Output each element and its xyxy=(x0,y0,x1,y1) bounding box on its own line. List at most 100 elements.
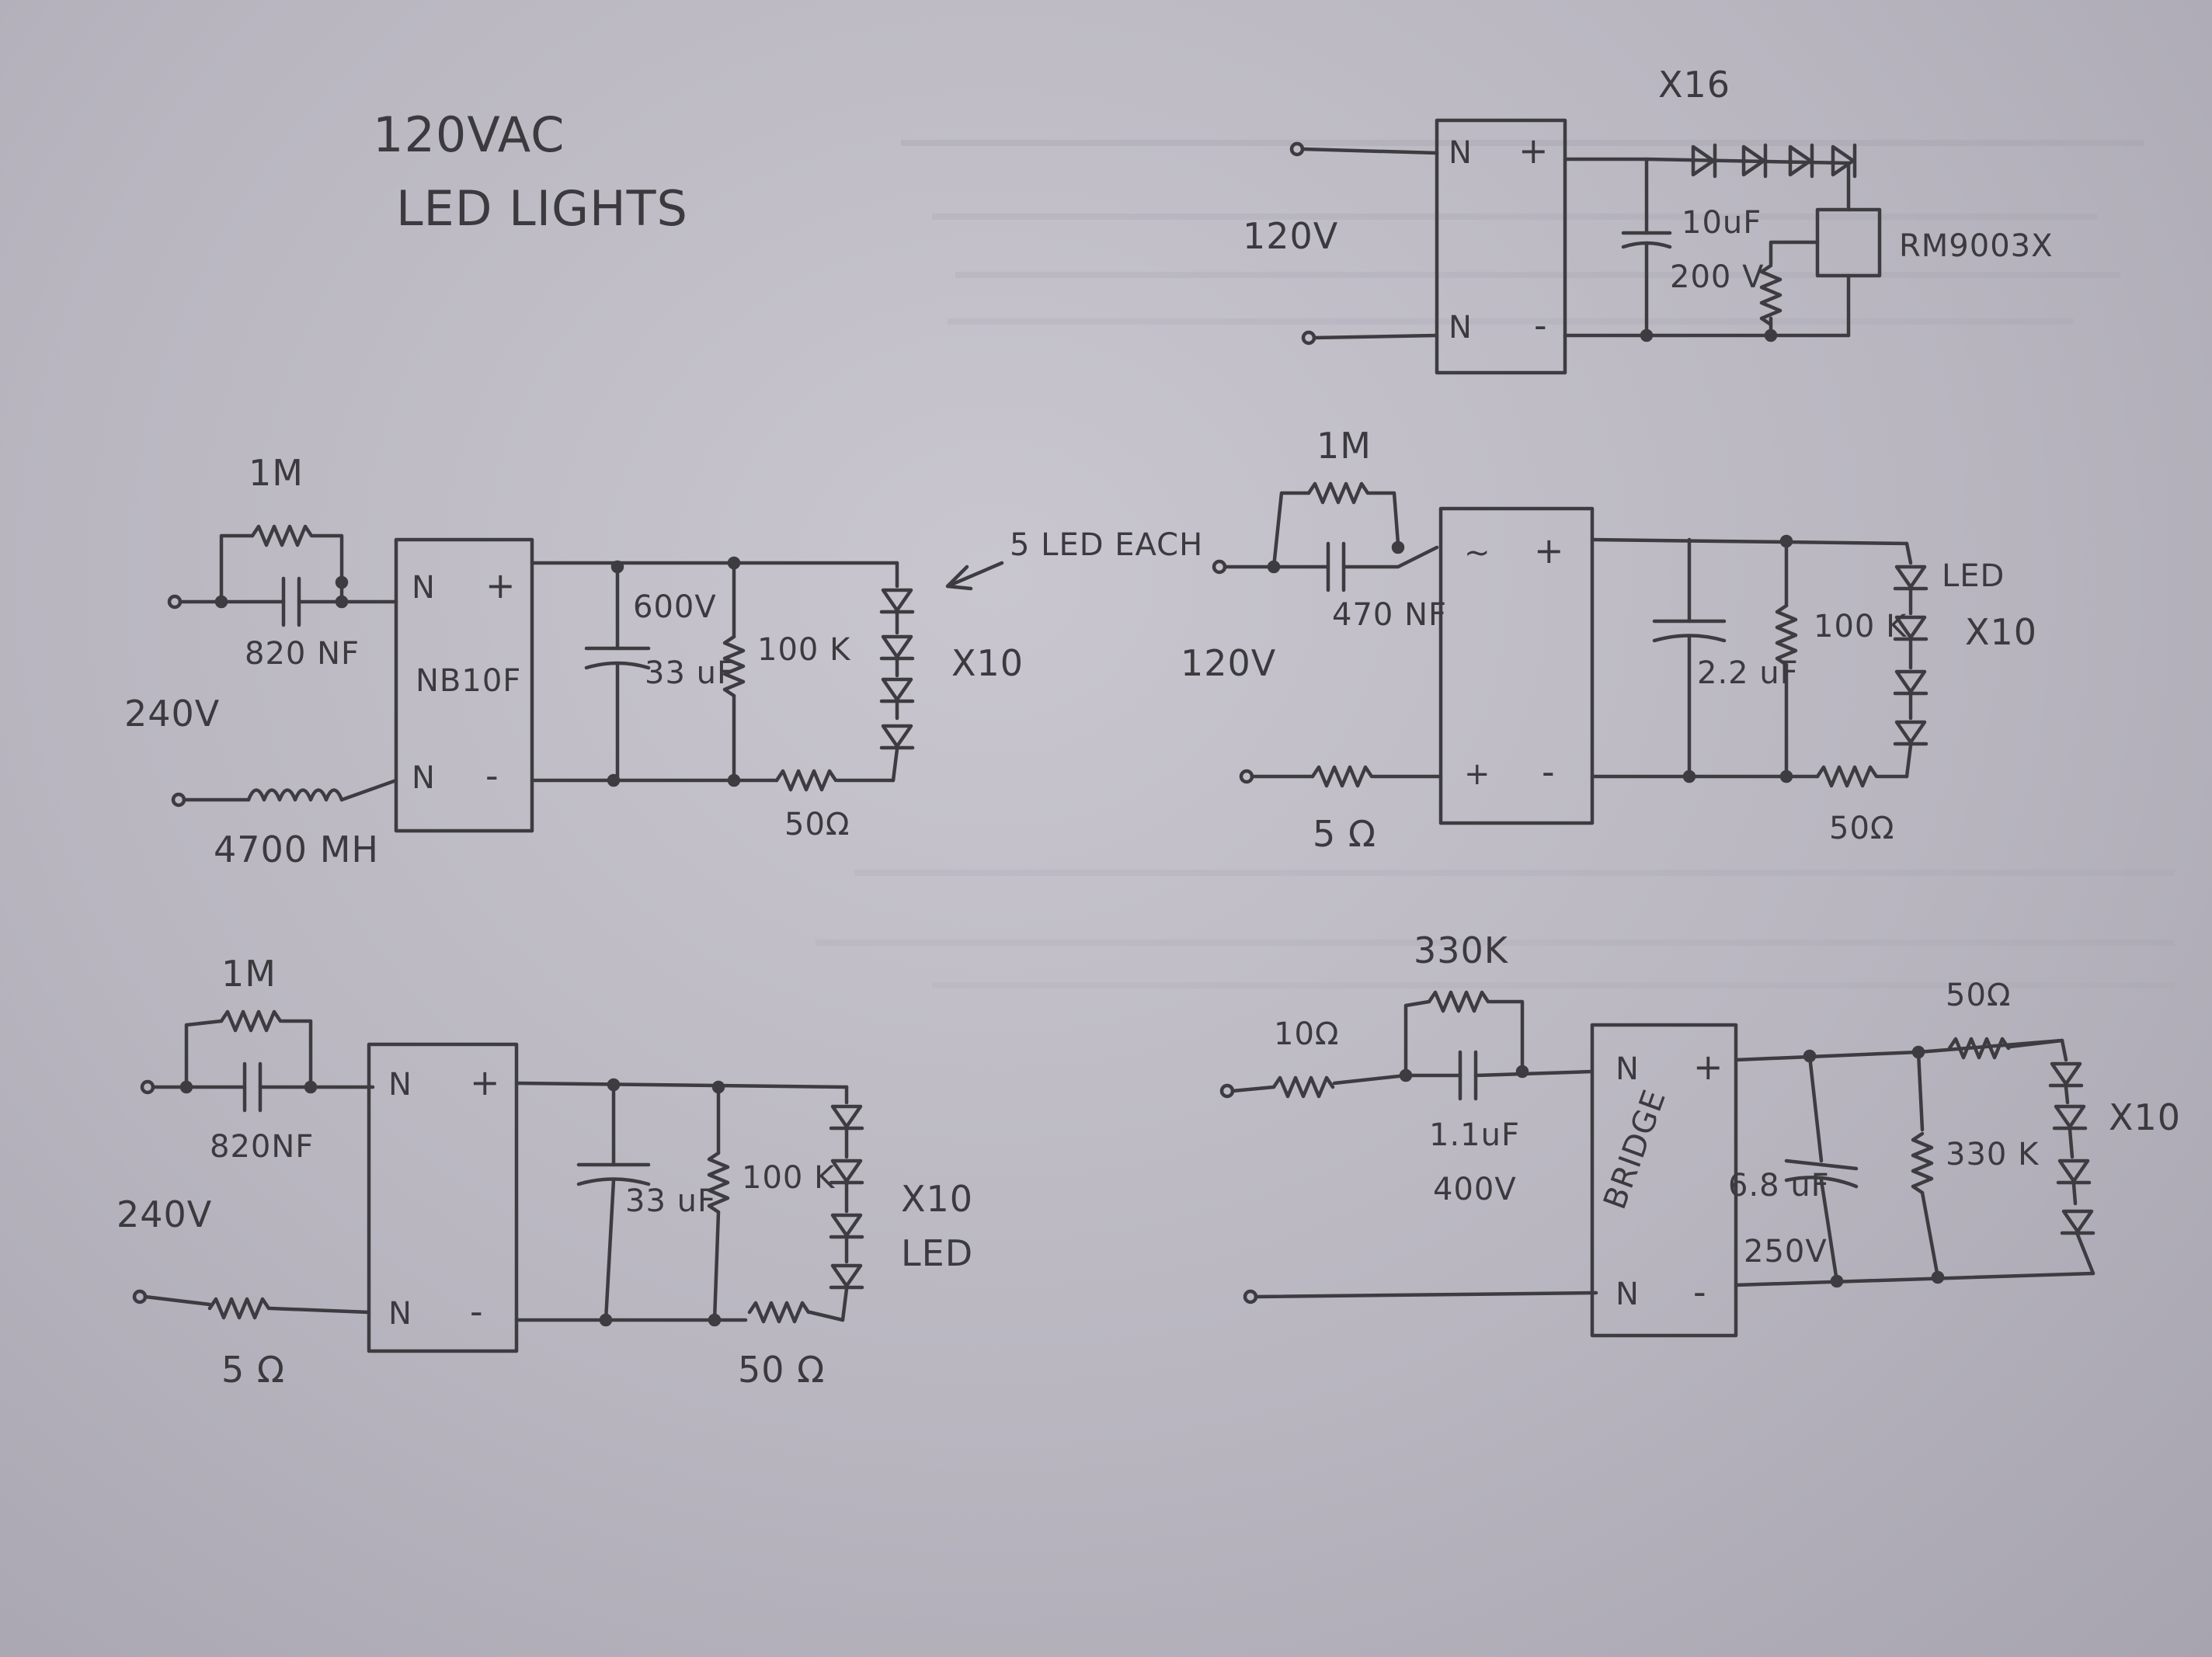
led-count-label: X10 xyxy=(901,1178,973,1220)
led-icon xyxy=(1833,145,1855,176)
resistor-label: 1M xyxy=(249,452,304,494)
led-icon xyxy=(2062,1211,2093,1233)
led-count-label: X10 xyxy=(1965,611,2037,653)
bleeder-label: 330 K xyxy=(1946,1137,2040,1172)
title-line-2: LED LIGHTS xyxy=(396,180,688,237)
led-count-label: X10 xyxy=(2109,1096,2181,1138)
led-icon xyxy=(882,590,913,612)
circuit-mid-right xyxy=(1212,484,1926,825)
cap-label: 820NF xyxy=(210,1129,314,1165)
led-icon xyxy=(831,1161,862,1183)
arrow-icon xyxy=(945,561,1004,591)
filter-cap-label: 2.2 uF xyxy=(1697,655,1799,691)
series-res-label: 50Ω xyxy=(1946,978,2011,1013)
led-icon xyxy=(882,637,913,658)
bridge-box xyxy=(1590,1023,1738,1338)
cap-voltage-label: 400V xyxy=(1433,1172,1517,1207)
bridge-box xyxy=(394,537,534,833)
led-icon xyxy=(831,1106,862,1128)
series-in-label: 5 Ω xyxy=(221,1349,285,1391)
cap-label: 470 NF xyxy=(1332,597,1447,633)
ac-out-label: N xyxy=(412,760,436,796)
plus-label: + xyxy=(1518,130,1549,172)
cap-voltage-label: 200 V xyxy=(1670,259,1764,295)
voltage-label: 240V xyxy=(124,693,220,735)
filter-cap-value-label: 6.8 uF xyxy=(1728,1168,1830,1204)
cap-value-label: 10uF xyxy=(1682,205,1762,241)
ac-out-label: + xyxy=(1464,756,1491,792)
capacitor-icon xyxy=(1458,1050,1478,1101)
led-icon xyxy=(1895,567,1926,589)
count-label: X16 xyxy=(1658,64,1730,106)
minus-label: - xyxy=(485,755,499,797)
minus-label: - xyxy=(1693,1271,1707,1313)
voltage-label: 120V xyxy=(1181,642,1276,684)
labels-bottom-left: 1M 820NF 240V 5 Ω N N + - 33 uF 100 K 50… xyxy=(117,953,973,1391)
led-note-label: 5 LED EACH xyxy=(1010,527,1203,563)
filter-cap-label: 33 uF xyxy=(625,1183,716,1219)
plus-label: + xyxy=(470,1061,501,1103)
minus-label: - xyxy=(1534,304,1548,346)
ac-in-label: N xyxy=(1616,1051,1640,1087)
regulator-label: RM9003X xyxy=(1899,228,2054,264)
capacitor-icon xyxy=(1326,541,1346,592)
capacitor-icon xyxy=(242,1061,263,1113)
bleeder-label: 100 K xyxy=(742,1160,836,1196)
cap-value-label: 1.1uF xyxy=(1429,1117,1520,1153)
plus-label: + xyxy=(1534,530,1565,571)
bridge-box xyxy=(1438,506,1595,825)
series-res-label: 50Ω xyxy=(1829,811,1894,846)
labels-mid-right: 1M 470 NF 120V 5 Ω ~ + + - 2.2 uF 100 K … xyxy=(1181,425,2037,855)
title-block: 120VAC LED LIGHTS xyxy=(373,106,688,237)
bridge-label: BRIDGE xyxy=(1597,1085,1673,1214)
inductor-icon xyxy=(246,788,344,802)
bulk-cap-value-label: 33 uF xyxy=(645,655,736,691)
filter-cap-voltage-label: 250V xyxy=(1744,1234,1828,1270)
resistor-icon xyxy=(1817,767,1876,786)
voltage-label: 120V xyxy=(1243,215,1338,257)
resistor-icon xyxy=(1913,1134,1932,1193)
led-label: LED xyxy=(901,1232,973,1274)
resistor-icon xyxy=(252,526,311,545)
capacitor-icon xyxy=(1784,1159,1859,1171)
resistor-label: 1M xyxy=(221,953,276,995)
ac-in-label: ~ xyxy=(1464,535,1491,571)
series-res-label: 50 Ω xyxy=(738,1349,825,1391)
ac-in-label: N xyxy=(388,1067,412,1103)
title-line-1: 120VAC xyxy=(373,106,565,163)
plus-label: + xyxy=(485,564,516,606)
ac-out-label: N xyxy=(1449,310,1473,346)
bleeder-label: 100 K xyxy=(757,632,851,668)
led-icon xyxy=(882,679,913,701)
cap-label: 820 NF xyxy=(245,636,360,672)
resistor-icon xyxy=(750,1303,809,1322)
resistor-icon xyxy=(221,1012,280,1030)
bleed-through-texture xyxy=(816,140,2175,988)
led-icon xyxy=(831,1215,862,1237)
voltage-label: 240V xyxy=(117,1193,212,1235)
resistor-icon xyxy=(1274,1078,1333,1096)
labels-mid-left: 1M 820 NF 240V 4700 MH NB10F N N + - 600… xyxy=(124,452,1203,870)
resistor-label: 330K xyxy=(1414,929,1509,971)
led-count-label: X10 xyxy=(951,642,1024,684)
series-res-label: 50Ω xyxy=(784,807,850,842)
led-icon xyxy=(1895,722,1926,744)
led-icon xyxy=(2058,1161,2089,1183)
resistor-icon xyxy=(777,771,836,790)
input-res-label: 10Ω xyxy=(1274,1016,1339,1052)
led-label: LED xyxy=(1942,558,2005,594)
led-icon xyxy=(2050,1064,2082,1086)
resistor-icon xyxy=(1309,484,1368,502)
led-icon xyxy=(1895,672,1926,693)
resistor-icon xyxy=(210,1299,269,1318)
bulk-cap-voltage-label: 600V xyxy=(633,589,717,625)
circuit-top-right xyxy=(1289,118,1882,375)
minus-label: - xyxy=(470,1291,484,1332)
resistor-icon xyxy=(1429,992,1488,1011)
led-icon xyxy=(2054,1106,2085,1128)
ac-in-label: N xyxy=(412,570,436,606)
led-icon xyxy=(882,726,913,748)
led-icon xyxy=(831,1266,862,1287)
circuit-mid-left xyxy=(167,526,1004,833)
